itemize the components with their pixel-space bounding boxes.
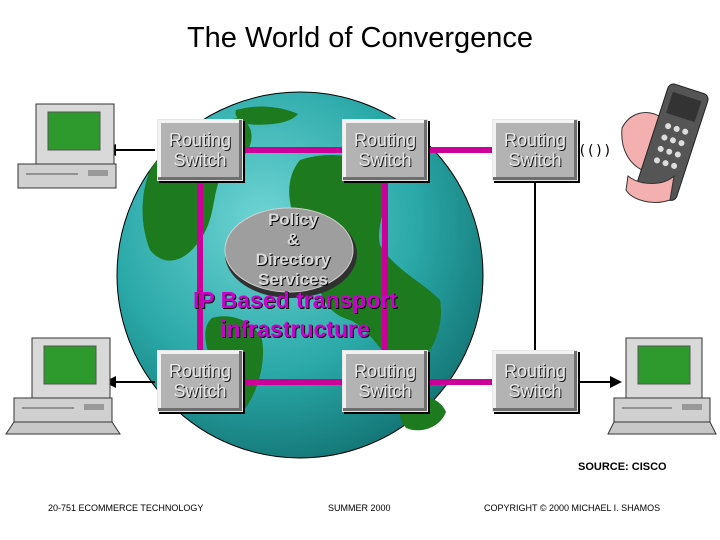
- switch-label: Routing Switch: [353, 130, 417, 170]
- policy-server-disk: [224, 207, 357, 298]
- switch-label: Routing Switch: [168, 361, 232, 401]
- policy-directory-label: Policy & Directory Services: [255, 210, 331, 289]
- wireless-signal: (()): [578, 143, 612, 159]
- desktop-computer-icon: [17, 103, 117, 189]
- switch-label: Routing Switch: [503, 361, 567, 401]
- desktop-computer-icon: [5, 337, 121, 435]
- footer-term: SUMMER 2000: [328, 503, 391, 513]
- source-credit: SOURCE: CISCO: [578, 461, 667, 473]
- switch-label: Routing Switch: [503, 130, 567, 170]
- desktop-computer-icon: [607, 337, 717, 435]
- network-links: [197, 147, 492, 385]
- routing-switch-top-center: Routing Switch: [342, 119, 428, 181]
- routing-switch-top-left: Routing Switch: [157, 119, 243, 181]
- switch-label: Routing Switch: [168, 130, 232, 170]
- footer-copyright: COPYRIGHT © 2000 MICHAEL I. SHAMOS: [484, 503, 661, 513]
- switch-label: Routing Switch: [353, 361, 417, 401]
- routing-switch-bottom-center: Routing Switch: [342, 350, 428, 412]
- slide-title: The World of Convergence: [186, 22, 534, 54]
- ip-transport-label: IP Based transport infrastructure: [192, 287, 398, 342]
- routing-switch-bottom-left: Routing Switch: [157, 350, 243, 412]
- routing-switch-bottom-right: Routing Switch: [492, 350, 578, 412]
- routing-switch-top-right: Routing Switch: [492, 119, 578, 181]
- footer-course: 20-751 ECOMMERCE TECHNOLOGY: [48, 503, 204, 513]
- mobile-phone-in-hand-icon: [621, 83, 709, 203]
